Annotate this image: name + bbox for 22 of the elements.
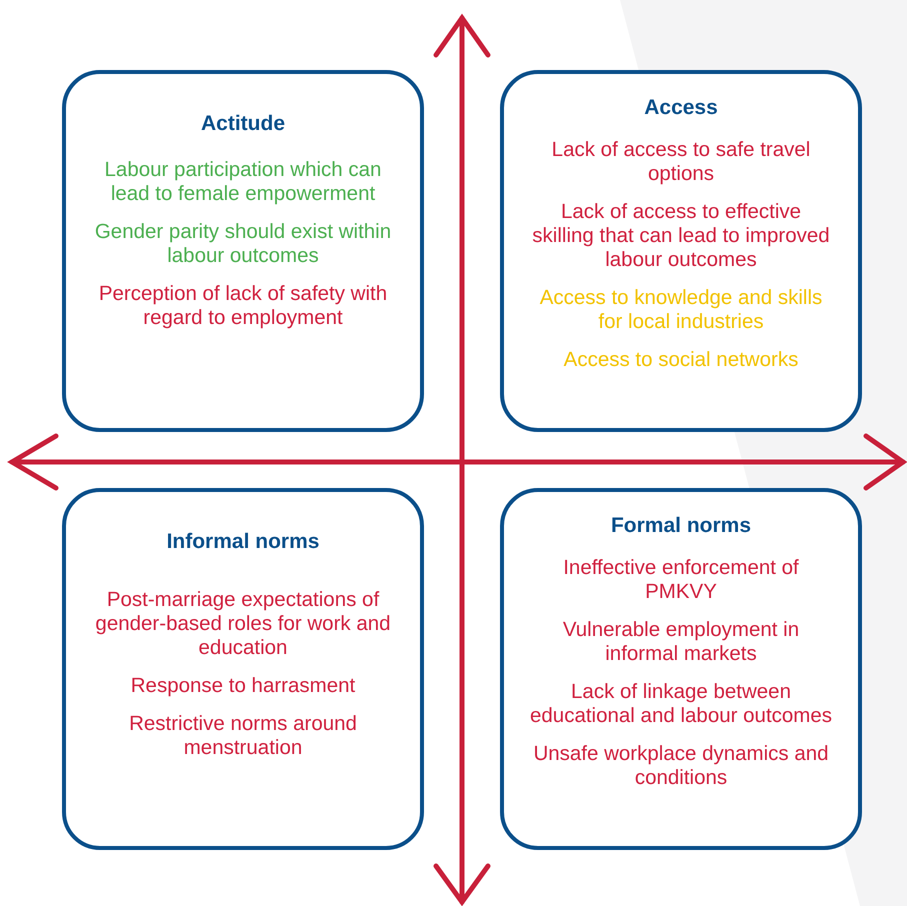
quadrant-item: Perception of lack of safety with regard to employment: [98, 282, 388, 330]
quadrant-card: [62, 70, 424, 432]
quadrant-card: [500, 488, 862, 850]
quadrant-card: [500, 70, 862, 432]
quadrant-item: Lack of linkage between educational and labour outcomes: [529, 680, 834, 728]
quadrant-item: Access to social networks: [562, 348, 800, 372]
quadrant-heading: Formal norms: [610, 514, 752, 538]
quadrant-item: Gender parity should exist within labour outcomes: [94, 220, 392, 268]
quadrant-item: Vulnerable employment in informal markets: [562, 618, 800, 666]
quadrant-heading: Access: [644, 96, 718, 120]
quadrant-item: Lack of access to safe travel options: [550, 138, 812, 186]
quadrant-heading: Actitude: [201, 112, 285, 136]
quadrant-item: Ineffective enforcement of PMKVY: [562, 556, 800, 604]
quadrant-heading: Informal norms: [166, 530, 320, 554]
quadrant-item: Access to knowledge and skills for local industries: [538, 286, 824, 334]
quadrant-card: [62, 488, 424, 850]
quadrant-item: Post-marriage expectations of gender-based roles for work and education: [94, 588, 392, 660]
quadrant-item: Unsafe workplace dynamics and conditions: [532, 742, 830, 790]
quadrant-item: Response to harrasment: [130, 674, 356, 698]
quadrant-item: Restrictive norms around menstruation: [128, 712, 358, 760]
quadrant-item: Labour participation which can lead to female empowerment: [104, 158, 382, 206]
quadrant-item: Lack of access to effective skilling that can lead to improved labour outcomes: [531, 200, 831, 272]
